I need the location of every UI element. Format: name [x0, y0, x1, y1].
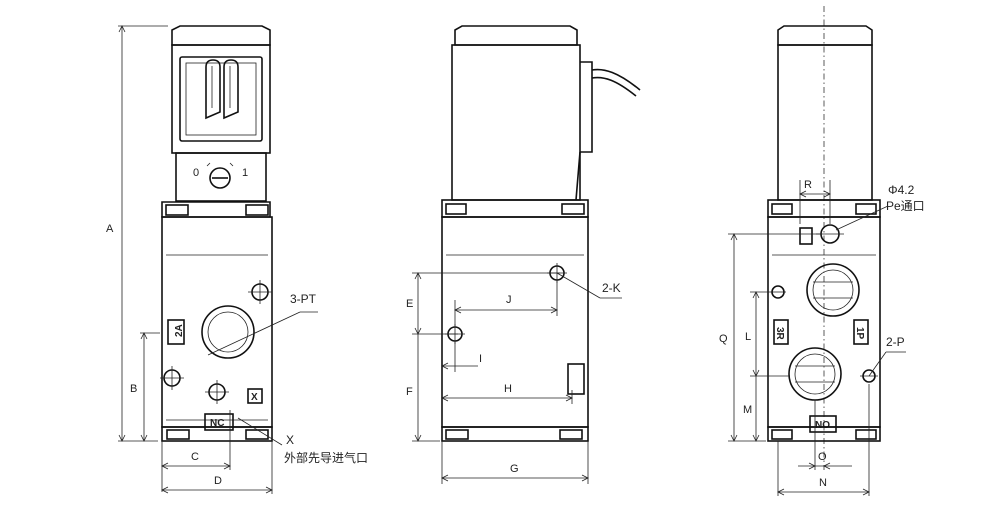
nc-marking: NC — [210, 418, 224, 429]
label-pe-dia: Φ4.2 — [888, 183, 915, 197]
dim-b: B — [130, 383, 137, 395]
no-marking: NO — [815, 420, 830, 431]
side-view: E F J I H G 2-K — [406, 25, 641, 484]
dim-o: O — [818, 451, 827, 463]
dim-f: F — [406, 386, 413, 398]
dim-l: L — [745, 331, 751, 343]
port-view: 3R 1P NO R Q L M O — [719, 6, 925, 496]
front-view: 0 1 2A NC X — [106, 25, 368, 494]
label-2p: 2-P — [886, 335, 905, 349]
dim-e: E — [406, 298, 413, 310]
label-pe-port: Pe通口 — [886, 199, 925, 213]
port-3r-marking: 3R — [774, 327, 785, 341]
switch-1-label: 1 — [242, 167, 248, 179]
dim-h: H — [504, 383, 512, 395]
label-x: X — [286, 433, 294, 447]
dim-r: R — [804, 179, 812, 191]
label-3pt: 3-PT — [290, 292, 317, 306]
port-2a-marking: 2A — [174, 324, 185, 337]
label-2k: 2-K — [602, 281, 621, 295]
dim-m: M — [743, 404, 752, 416]
dim-g: G — [510, 463, 519, 475]
dim-d: D — [214, 475, 222, 487]
dim-n: N — [819, 477, 827, 489]
port-1p-marking: 1P — [854, 327, 865, 340]
dim-c: C — [191, 451, 199, 463]
switch-0-label: 0 — [193, 167, 199, 179]
dim-a: A — [106, 223, 114, 235]
dim-j: J — [506, 294, 512, 306]
label-ext-pilot: 外部先导进气口 — [284, 450, 368, 465]
x-box-marking: X — [251, 392, 258, 403]
dim-i: I — [479, 353, 482, 365]
dim-q: Q — [719, 333, 728, 345]
